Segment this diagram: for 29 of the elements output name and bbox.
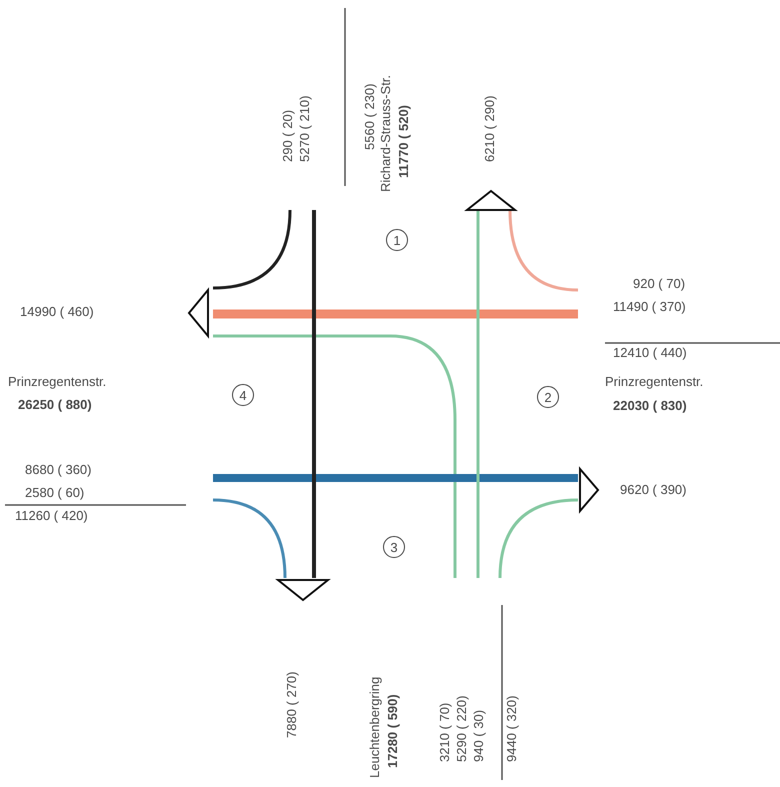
traffic-count: 6210 ( 290) [482, 96, 498, 162]
traffic-total: 17280 ( 590) [385, 694, 401, 768]
traffic-total: 9440 ( 320) [504, 696, 520, 762]
street-name: Prinzregentenstr. [605, 374, 704, 390]
traffic-count: 5560 ( 230) [362, 84, 378, 150]
traffic-count: 7880 ( 270) [284, 672, 300, 738]
traffic-count: 14990 ( 460) [20, 304, 94, 320]
traffic-count: 5290 ( 220) [454, 696, 470, 762]
traffic-count: 290 ( 20) [280, 110, 296, 162]
circled-number: 4 [232, 384, 254, 406]
traffic-total: 12410 ( 440) [613, 345, 687, 361]
traffic-count: 11490 ( 370) [613, 299, 686, 315]
traffic-count: 9620 ( 390) [620, 482, 686, 498]
traffic-count: 940 ( 30) [471, 710, 487, 762]
traffic-count: 2580 ( 60) [25, 485, 84, 501]
street-name: Prinzregentenstr. [8, 374, 106, 390]
traffic-count: 920 ( 70) [633, 276, 686, 292]
traffic-count: 8680 ( 360) [25, 462, 92, 478]
traffic-total: 11260 ( 420) [15, 508, 88, 524]
traffic-count: 3210 ( 70) [437, 702, 453, 762]
street-name: Richard-Strauss-Str. [378, 74, 394, 192]
circled-number: 2 [537, 386, 559, 408]
traffic-total: 11770 ( 520) [396, 104, 412, 178]
traffic-total: 22030 ( 830) [613, 398, 687, 414]
street-name: Leuchtenbergring [367, 676, 383, 778]
traffic-total: 26250 ( 880) [18, 397, 92, 413]
traffic-count: 5270 ( 210) [297, 96, 313, 162]
circled-number: 1 [386, 229, 408, 251]
circled-number: 3 [383, 536, 405, 558]
